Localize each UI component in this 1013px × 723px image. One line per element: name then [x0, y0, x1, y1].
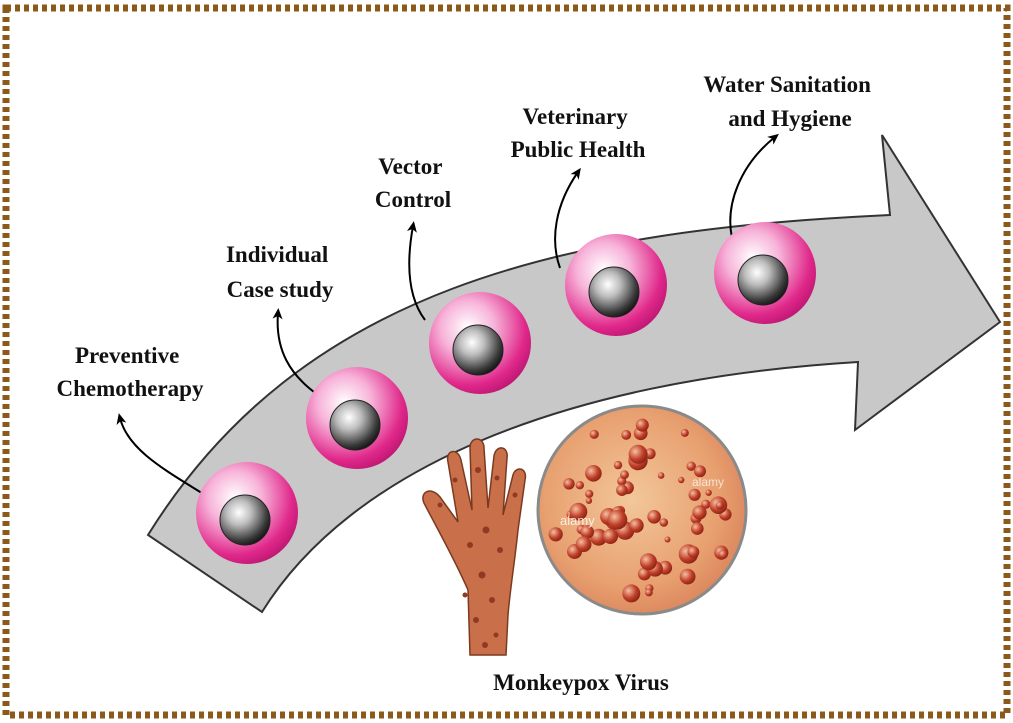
bead-4 [565, 234, 667, 336]
label-step-1: Preventive Chemotherapy [57, 343, 204, 401]
virus-micrograph: alamy alamy [538, 406, 746, 614]
lesion-spot [603, 529, 618, 544]
label-step-2: Individual Case study [226, 242, 334, 302]
lesion-spot [616, 484, 628, 496]
lesion-spot [681, 429, 689, 437]
lesion-spot [647, 510, 661, 524]
hand-illustration [423, 439, 526, 655]
lesion-spot [629, 445, 648, 464]
bead-5 [714, 222, 816, 324]
lesion-spot [563, 478, 574, 489]
lesion-spot [705, 490, 711, 496]
bead-3 [429, 292, 531, 394]
lesion-spot [658, 472, 665, 479]
lesion-spot [636, 419, 649, 432]
label-step-3: Vector Control [375, 154, 451, 212]
lesion-spot [680, 569, 696, 585]
watermark-text: alamy [560, 513, 595, 528]
lesion-spot [576, 536, 592, 552]
lesion-spot [689, 489, 701, 501]
bead-2 [306, 367, 408, 469]
lesion-spot [590, 430, 599, 439]
lesion-spot [718, 550, 727, 559]
lesion-spot [614, 461, 622, 469]
lesion-spot [678, 477, 684, 483]
lesion-spot [549, 527, 563, 541]
lesion-spot [629, 518, 643, 532]
lesion-spot [620, 470, 629, 479]
watermark-text-2: alamy [692, 475, 724, 489]
lesion-spot [585, 490, 593, 498]
lesion-spot [621, 430, 631, 440]
lesion-spot [586, 498, 592, 504]
lesion-spot [585, 465, 602, 482]
lesion-spot [640, 553, 657, 570]
lesion-spot [608, 510, 628, 530]
lesion-spot [645, 589, 653, 597]
lesion-spot [660, 518, 669, 527]
lesion-spot [576, 481, 584, 489]
lesion-spot [688, 546, 700, 558]
lesion-spot [622, 584, 640, 602]
label-step-4: Veterinary Public Health [511, 104, 646, 162]
label-step-5: Water Sanitation and Hygiene [703, 72, 876, 131]
lesion-spot [665, 537, 671, 543]
lesion-spot [716, 501, 724, 509]
figure-caption: Monkeypox Virus [493, 670, 669, 695]
lesion-spot [691, 522, 704, 535]
bead-1 [196, 462, 298, 564]
lesion-spot [692, 505, 706, 519]
